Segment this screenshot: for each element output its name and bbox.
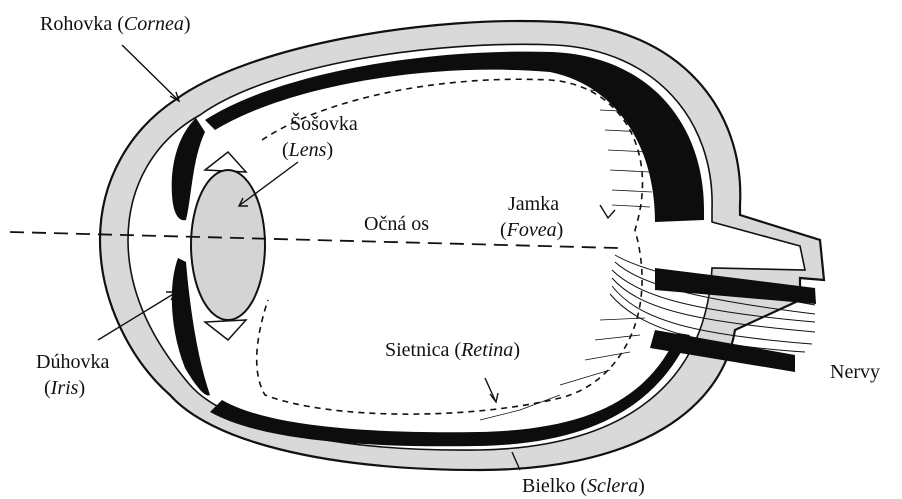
label-fovea-latin: (Fovea) (500, 219, 563, 241)
label-nerves: Nervy (830, 361, 880, 383)
label-iris: Dúhovka (36, 351, 109, 373)
label-fovea: Jamka (508, 193, 559, 215)
label-lens: Šošovka (290, 111, 358, 135)
label-lens-latin: (Lens) (282, 139, 333, 161)
label-cornea: Rohovka (Cornea) (40, 13, 191, 35)
label-iris-latin: (Iris) (44, 377, 85, 399)
lens (191, 170, 265, 320)
label-retina: Sietnica (Retina) (385, 339, 520, 361)
label-sclera: Bielko (Sclera) (522, 475, 645, 497)
label-optical-axis: Očná os (364, 213, 429, 235)
leader-cornea (122, 45, 178, 100)
